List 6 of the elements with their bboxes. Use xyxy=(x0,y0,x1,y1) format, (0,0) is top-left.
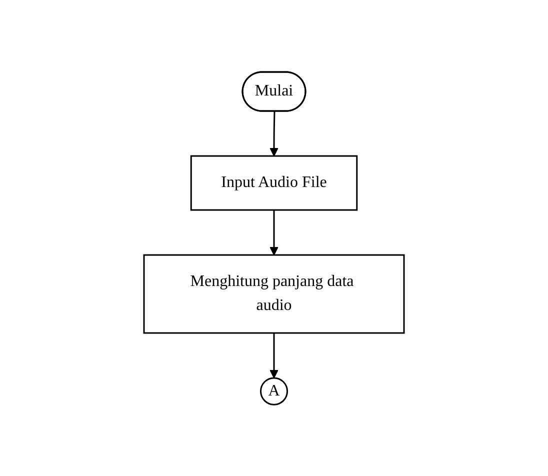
arrow xyxy=(270,210,278,256)
node-box: Input Audio File xyxy=(190,154,358,210)
node-box: Menghitung panjang data audio xyxy=(143,254,405,334)
arrow xyxy=(270,332,278,378)
arrow xyxy=(270,111,278,156)
node-circle: A xyxy=(260,376,288,406)
